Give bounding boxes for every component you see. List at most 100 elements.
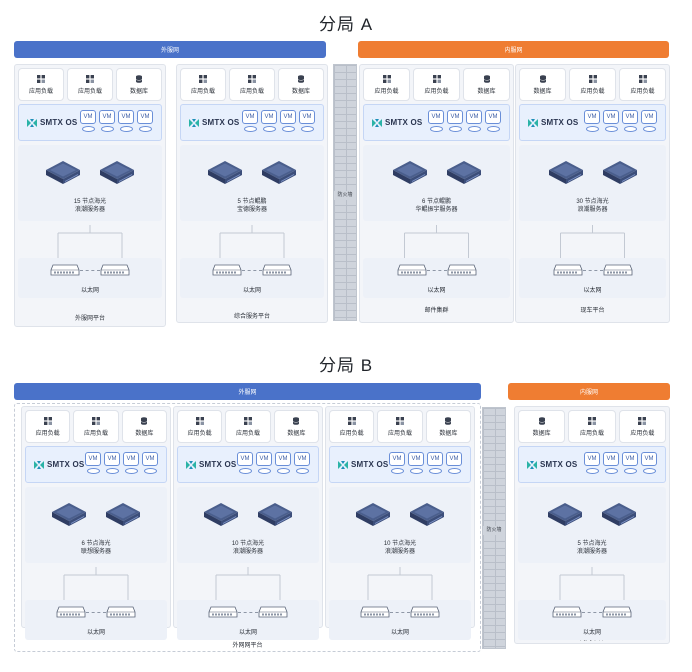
switch-icon bbox=[447, 263, 477, 277]
app-grid-icon bbox=[382, 74, 391, 83]
server-icon bbox=[601, 159, 639, 185]
firewall-label: 防火墙 bbox=[334, 191, 356, 200]
app-row: 应用负载应用负载数据库 bbox=[25, 410, 167, 443]
disk-icon bbox=[585, 126, 599, 132]
switch-icon bbox=[552, 605, 582, 619]
app-card-label: 应用负载 bbox=[235, 430, 260, 437]
disk-icon bbox=[276, 468, 290, 474]
vm-box: VM bbox=[80, 110, 96, 124]
switch-link bbox=[238, 612, 258, 613]
vm-stack: VM bbox=[389, 452, 405, 474]
vm-stack: VM bbox=[99, 110, 115, 132]
disk-icon bbox=[300, 126, 314, 132]
app-grid-icon bbox=[587, 416, 596, 425]
app-load-card: 应用负载 bbox=[18, 68, 64, 101]
database-icon bbox=[297, 74, 305, 83]
app-grid-icon bbox=[588, 74, 597, 83]
vm-box: VM bbox=[299, 110, 315, 124]
disk-icon bbox=[81, 126, 95, 132]
server-cluster: 5 节点鲲鹏 宝德服务器 bbox=[180, 145, 324, 221]
app-card-label: 数据库 bbox=[439, 430, 458, 437]
app-card-label: 数据库 bbox=[477, 88, 496, 95]
app-load-card: 应用负载 bbox=[225, 410, 271, 443]
app-card-label: 应用负载 bbox=[35, 430, 60, 437]
app-card-label: 应用负载 bbox=[580, 88, 605, 95]
app-load-card: 应用负载 bbox=[568, 410, 616, 443]
vm-box: VM bbox=[280, 110, 296, 124]
vm-stack: VM bbox=[261, 110, 277, 132]
app-card-label: 应用负载 bbox=[77, 88, 102, 95]
ethernet-label: 以太网 bbox=[582, 630, 601, 636]
server-cluster-label: 6 节点海光 联想服务器 bbox=[80, 541, 111, 555]
smtx-logo-icon bbox=[372, 118, 382, 127]
server-icon bbox=[98, 159, 136, 185]
app-grid-icon bbox=[37, 74, 45, 83]
app-load-card: 应用负载 bbox=[363, 68, 410, 101]
vm-box: VM bbox=[123, 452, 139, 466]
firewall-label: 防火墙 bbox=[483, 526, 505, 535]
app-row: 应用负载应用负载数据库 bbox=[363, 68, 510, 101]
app-grid-icon bbox=[91, 416, 100, 425]
switch-icon bbox=[56, 605, 86, 619]
app-row: 数据库 应用负载应用负载 bbox=[518, 410, 666, 443]
disk-icon bbox=[257, 468, 271, 474]
database-card: 数据库 bbox=[518, 410, 566, 443]
switch-link bbox=[80, 270, 100, 271]
app-load-card: 应用负载 bbox=[618, 410, 666, 443]
vm-stack: VM bbox=[641, 110, 657, 132]
disk-icon bbox=[238, 468, 252, 474]
firewall: 防火墙 bbox=[333, 64, 357, 321]
disk-icon bbox=[642, 468, 656, 474]
disk-icon bbox=[295, 468, 309, 474]
app-grid-icon bbox=[43, 416, 52, 425]
smtx-logo: SMTX OS bbox=[189, 118, 239, 127]
smtx-os-label: SMTX OS bbox=[202, 118, 240, 127]
app-card-label: 数据库 bbox=[532, 430, 551, 437]
ethernet-network: 以太网 bbox=[180, 258, 324, 298]
disk-icon bbox=[604, 468, 618, 474]
internal-zone-bar: 内服网 bbox=[358, 41, 669, 58]
app-load-card: 应用负载 bbox=[413, 68, 460, 101]
vm-stack: VM bbox=[142, 452, 158, 474]
disk-icon bbox=[281, 126, 295, 132]
switch-link bbox=[426, 270, 447, 271]
app-card-label: 数据库 bbox=[135, 430, 154, 437]
app-card-label: 应用负载 bbox=[387, 430, 412, 437]
disk-icon bbox=[486, 126, 500, 132]
vm-box: VM bbox=[428, 110, 444, 124]
switch-icon bbox=[50, 263, 80, 277]
switch-icon bbox=[410, 605, 440, 619]
disk-icon bbox=[86, 468, 100, 474]
smtx-logo: SMTX OS bbox=[338, 460, 388, 469]
vm-stack: VM bbox=[622, 110, 638, 132]
ethernet-network: 以太网 bbox=[518, 600, 666, 640]
platform-name: 邮件集群 bbox=[424, 308, 449, 314]
app-card-label: 应用负载 bbox=[187, 430, 212, 437]
ethernet-label: 以太网 bbox=[86, 630, 105, 636]
vm-stack: VM bbox=[118, 110, 134, 132]
smtx-os-label: SMTX OS bbox=[351, 460, 389, 469]
vm-box: VM bbox=[641, 452, 657, 466]
smtx-logo-icon bbox=[189, 118, 199, 127]
smtx-os-label: SMTX OS bbox=[540, 460, 578, 469]
smtx-os-label: SMTX OS bbox=[40, 118, 78, 127]
app-card-label: 数据库 bbox=[129, 88, 148, 95]
server-cluster-label: 6 节点鲲鹏 华鲲振宇服务器 bbox=[415, 199, 458, 213]
app-card-label: 应用负载 bbox=[239, 88, 264, 95]
disk-icon bbox=[623, 468, 637, 474]
vm-stack: VM bbox=[584, 110, 600, 132]
app-card-label: 应用负载 bbox=[424, 88, 449, 95]
switch-link bbox=[390, 612, 410, 613]
ethernet-label: 以太网 bbox=[427, 288, 446, 294]
vm-stack: VM bbox=[256, 452, 272, 474]
smtx-logo-icon bbox=[338, 460, 348, 469]
